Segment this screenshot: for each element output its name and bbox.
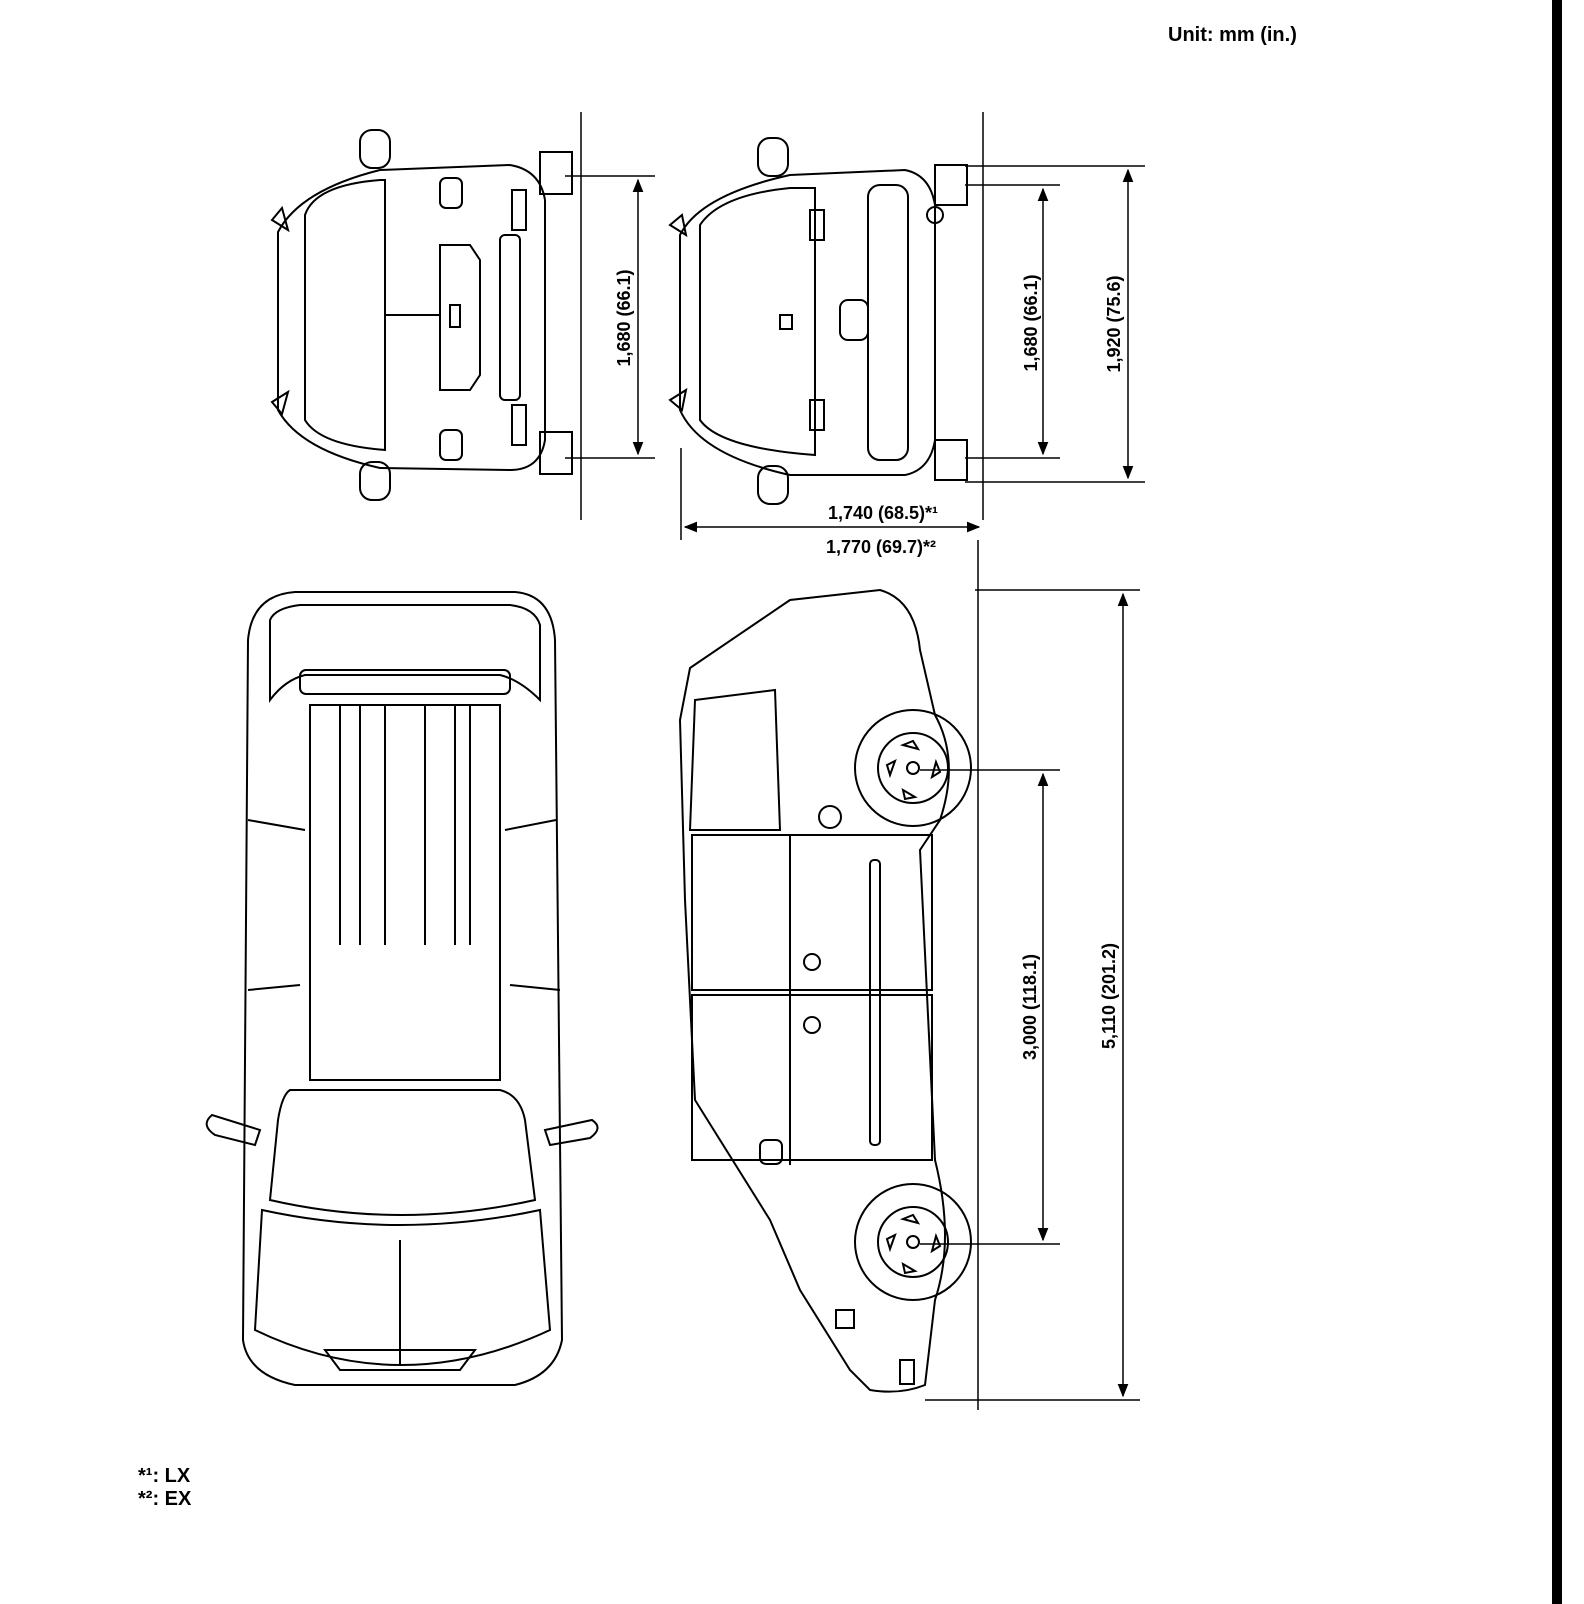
rear-wheel <box>854 709 972 827</box>
width-ex-label: 1,770 (69.7)*² <box>826 537 936 557</box>
footnotes: *¹: LX *²: EX <box>138 1465 191 1511</box>
page-right-border <box>1552 0 1562 1604</box>
unit-label: Unit: mm (in.) <box>1168 24 1297 46</box>
front-height-label: 1,680 (66.1) <box>614 269 634 366</box>
rear-height-label: 1,680 (66.1) <box>1021 274 1041 371</box>
dimension-lines <box>565 112 1145 1410</box>
overall-length-label: 5,110 (201.2) <box>1099 943 1119 1049</box>
top-view <box>205 591 599 1386</box>
rear-view <box>668 137 968 505</box>
front-wheel <box>854 1183 972 1301</box>
width-lx-label: 1,740 (68.5)*¹ <box>828 503 938 523</box>
footnote-lx: *¹: LX <box>138 1465 191 1487</box>
front-view <box>270 129 573 501</box>
footnote-ex: *²: EX <box>138 1488 192 1510</box>
wheelbase-label: 3,000 (118.1) <box>1020 954 1040 1060</box>
overall-height-label: 1,920 (75.6) <box>1104 275 1124 372</box>
side-view <box>678 588 972 1393</box>
